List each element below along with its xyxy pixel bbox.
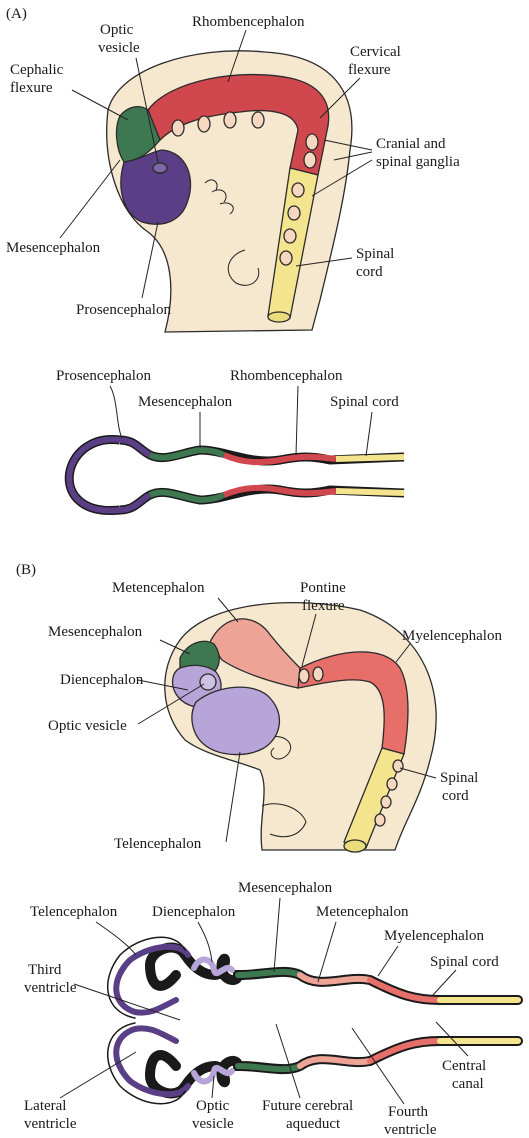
spinal-cord-b-end xyxy=(344,840,366,852)
tube-b-metencephalon xyxy=(300,975,370,1066)
tube-a-label-rhombencephalon: Rhombencephalon xyxy=(230,368,343,384)
label-a-prosencephalon: Prosencephalon xyxy=(76,302,171,318)
label-b-myelencephalon: Myelencephalon xyxy=(402,628,502,644)
tube-b-label-diencephalon: Diencephalon xyxy=(152,904,236,920)
leader-line xyxy=(96,922,136,955)
leader-line xyxy=(318,922,336,982)
tube-b-label-myelencephalon: Myelencephalon xyxy=(384,928,484,944)
leader-line xyxy=(296,386,298,455)
tube-b-label-optic-vesicle: Optic vesicle xyxy=(192,1098,234,1132)
label-b-telencephalon: Telencephalon xyxy=(114,836,202,852)
tube-b-label-lateral-ventricle: Lateral ventricle xyxy=(24,1098,77,1132)
leader-line xyxy=(378,946,398,976)
tube-b-label-third-ventricle: Third ventricle xyxy=(24,962,77,996)
label-b-mesencephalon: Mesencephalon xyxy=(48,624,143,640)
tube-b-label-metencephalon: Metencephalon xyxy=(316,904,409,920)
tube-a-mesencephalon xyxy=(150,450,224,500)
ganglion xyxy=(393,760,403,772)
panel-b-tag: (B) xyxy=(16,562,36,578)
tube-b-mesencephalon xyxy=(238,972,300,1069)
label-b-optic-vesicle: Optic vesicle xyxy=(48,718,127,734)
tube-b-label-central-canal: Central canal xyxy=(442,1058,490,1092)
ganglion xyxy=(252,112,264,128)
tube-b-label-telencephalon: Telencephalon xyxy=(30,904,118,920)
tube-b-label-spinal-cord: Spinal cord xyxy=(430,954,499,970)
optic-vesicle-b xyxy=(200,674,216,690)
panel-b-embryo xyxy=(165,603,436,852)
tube-a-label-mesencephalon: Mesencephalon xyxy=(138,394,233,410)
panel-a-tube xyxy=(69,439,404,510)
tube-a-label-prosencephalon: Prosencephalon xyxy=(56,368,151,384)
prosencephalon-a xyxy=(121,150,191,224)
label-a-cranial-spinal-ganglia: Cranial and spinal ganglia xyxy=(376,136,460,170)
ganglion xyxy=(313,667,323,681)
spinal-cord-a-end xyxy=(268,312,290,322)
leader-line xyxy=(432,970,456,996)
label-a-cephalic-flexure: Cephalic flexure xyxy=(10,62,67,96)
ganglion xyxy=(280,251,292,265)
leader-line xyxy=(366,412,372,456)
ganglion xyxy=(299,669,309,683)
leader-line xyxy=(198,922,212,962)
ganglion xyxy=(172,120,184,136)
tube-a-label-spinal-cord: Spinal cord xyxy=(330,394,399,410)
leader-line xyxy=(276,1024,300,1098)
optic-vesicle-a xyxy=(153,163,167,173)
leader-line xyxy=(60,160,120,238)
ganglion xyxy=(306,134,318,150)
label-a-spinal-cord: Spinal cord xyxy=(356,246,398,280)
label-b-pontine-flexure: Pontine flexure xyxy=(300,580,350,614)
label-b-spinal-cord: Spinal cord xyxy=(440,770,482,804)
telencephalon-b xyxy=(192,687,279,754)
panel-a-tag: (A) xyxy=(6,6,27,22)
ganglion xyxy=(292,183,304,197)
label-a-optic-vesicle: Optic vesicle xyxy=(98,22,140,56)
ganglion xyxy=(387,778,397,790)
tube-b-label-mesencephalon: Mesencephalon xyxy=(238,880,333,896)
ganglion xyxy=(375,814,385,826)
tube-b-spinal-cord xyxy=(440,1000,518,1041)
leader-line xyxy=(274,898,280,972)
ganglion xyxy=(284,229,296,243)
label-a-mesencephalon: Mesencephalon xyxy=(6,240,101,256)
ganglion xyxy=(288,206,300,220)
ganglion xyxy=(304,152,316,168)
label-a-cervical-flexure: Cervical flexure xyxy=(348,44,405,78)
ganglion xyxy=(381,796,391,808)
label-a-rhombencephalon: Rhombencephalon xyxy=(192,14,305,30)
ganglion xyxy=(198,116,210,132)
leader-line xyxy=(226,752,240,842)
tube-b-label-future-cerebral-aqueduct: Future cerebral aqueduct xyxy=(262,1098,357,1132)
tube-b-label-fourth-ventricle: Fourth ventricle xyxy=(384,1104,437,1138)
label-b-metencephalon: Metencephalon xyxy=(112,580,205,596)
tube-b-myelencephalon xyxy=(370,980,440,1061)
label-b-diencephalon: Diencephalon xyxy=(60,672,144,688)
tube-a-prosencephalon xyxy=(69,439,150,510)
leader-line xyxy=(110,386,122,438)
ganglion xyxy=(224,112,236,128)
